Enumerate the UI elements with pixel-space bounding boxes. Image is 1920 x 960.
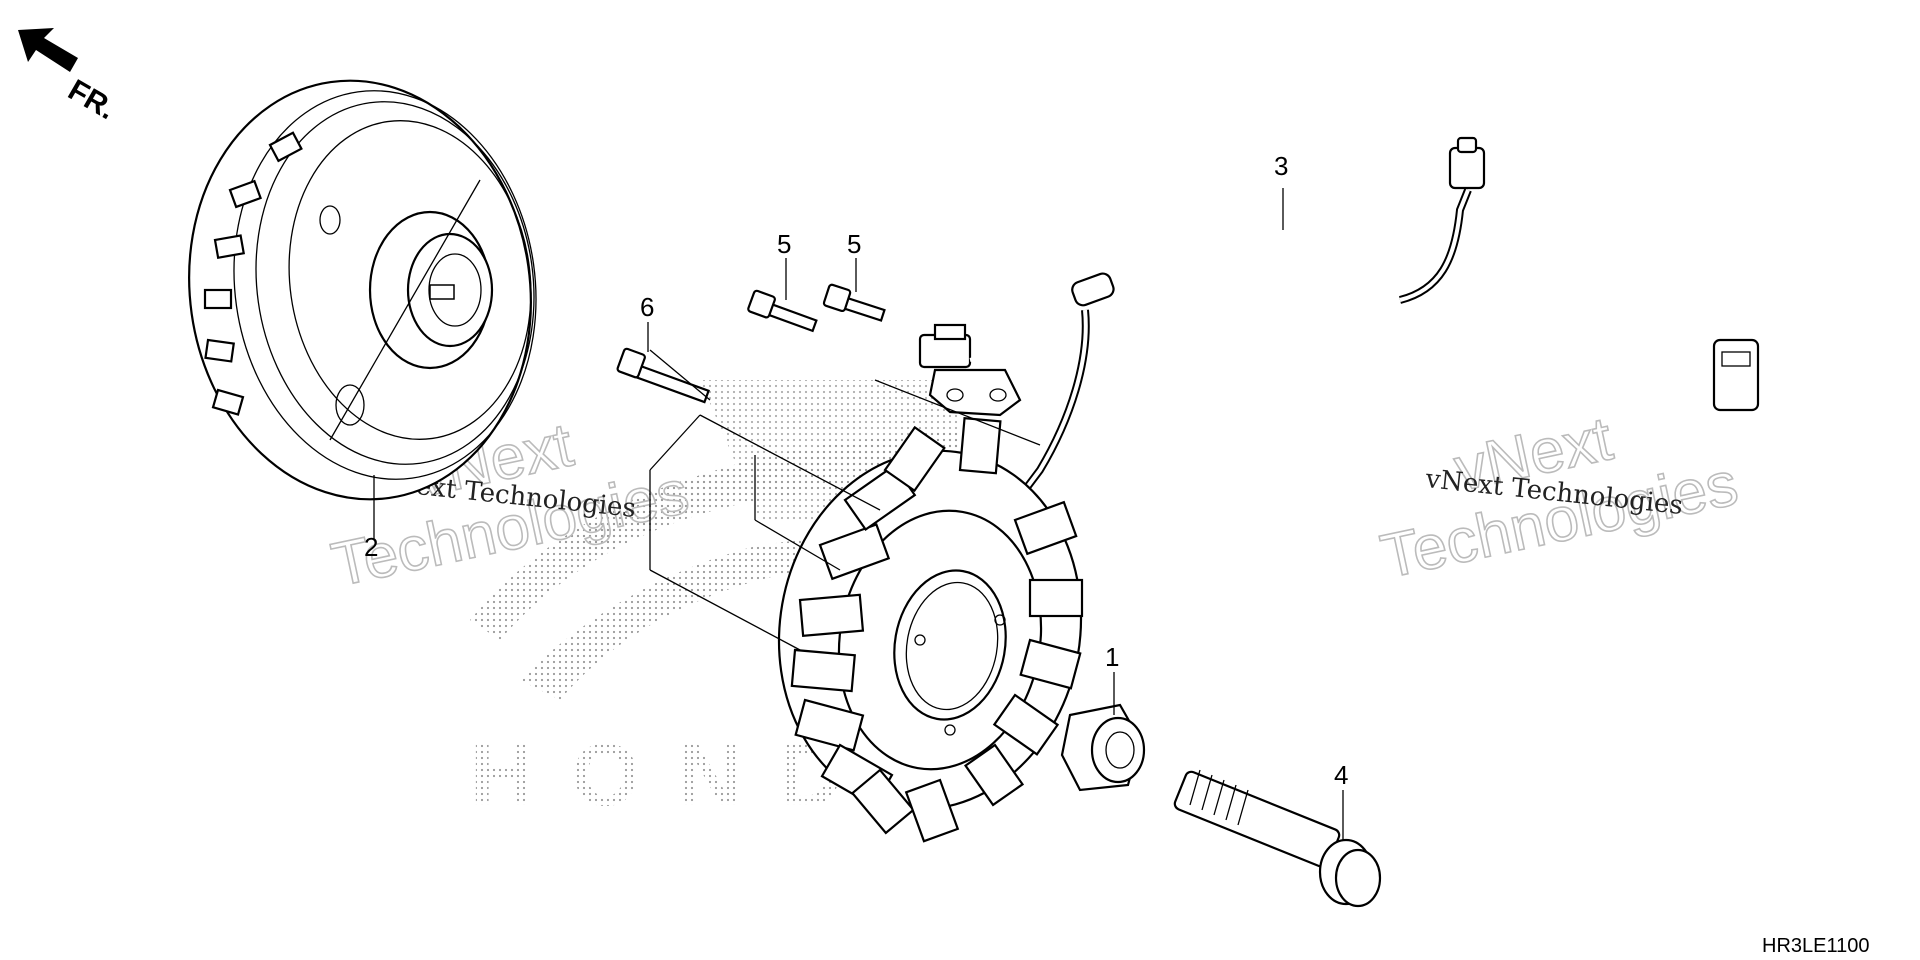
callout-leaders: [373, 188, 1344, 840]
small-bolt-5a: [747, 289, 818, 333]
assembly-guide-lines: [649, 379, 1041, 651]
wire-harness: [969, 136, 1760, 513]
front-direction-indicator: FR.: [18, 28, 121, 126]
callout-1: 1: [1105, 642, 1119, 672]
callout-4: 4: [1334, 760, 1348, 790]
pulse-generator-bracket: [918, 323, 1022, 417]
callout-6: 6: [640, 292, 654, 322]
callout-5a: 5: [777, 229, 791, 259]
stator: [777, 417, 1084, 843]
flange-bolt: [1173, 769, 1382, 908]
callout-5b: 5: [847, 229, 861, 259]
diagram-code: HR3LE1100: [1762, 935, 1869, 957]
callout-3: 3: [1274, 151, 1288, 181]
small-bolt-5b: [822, 283, 886, 322]
collar-nut: [1060, 703, 1146, 792]
direction-label: FR.: [63, 73, 121, 126]
callout-2: 2: [364, 532, 378, 562]
flywheel: [188, 79, 537, 501]
stator-coils: [790, 417, 1084, 843]
stator-bolt-6: [616, 347, 711, 404]
direction-arrow-icon: [18, 28, 78, 72]
